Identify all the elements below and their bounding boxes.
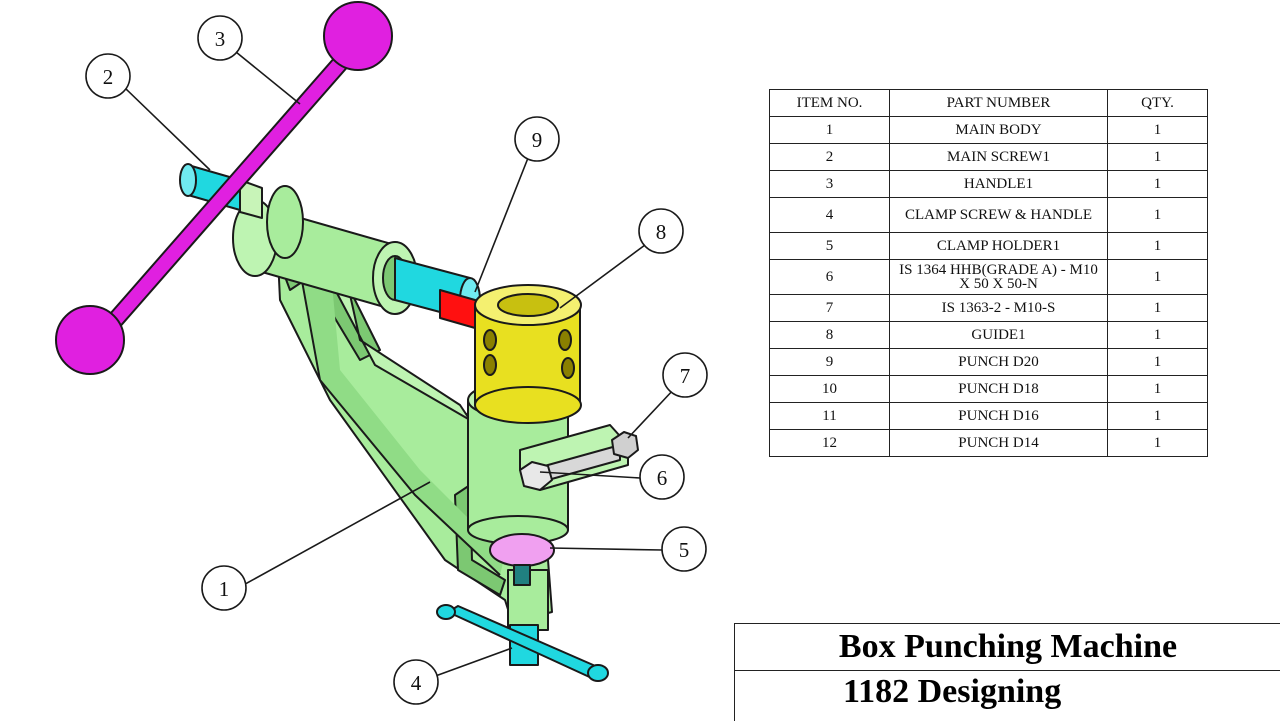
table-header-row: ITEM NO. PART NUMBER QTY.	[769, 89, 1208, 117]
svg-text:6: 6	[657, 466, 668, 490]
callout-5: 5	[661, 526, 707, 572]
svg-text:9: 9	[532, 128, 543, 152]
callout-2: 2	[85, 53, 131, 99]
cell-qty: 1	[1107, 197, 1208, 233]
cell-part: PUNCH D20	[889, 348, 1108, 376]
cell-item: 1	[769, 116, 890, 144]
cell-item: 11	[769, 402, 890, 430]
cell-item: 3	[769, 170, 890, 198]
drawing-title: Box Punching Machine	[735, 624, 1280, 671]
svg-text:5: 5	[679, 538, 690, 562]
callout-6: 6	[639, 454, 685, 500]
clamp-holder	[489, 533, 555, 586]
cell-part: PUNCH D18	[889, 375, 1108, 403]
cell-item: 6	[769, 259, 890, 295]
cell-part: PUNCH D14	[889, 429, 1108, 457]
svg-text:2: 2	[103, 65, 114, 89]
cell-qty: 1	[1107, 259, 1208, 295]
cell-item: 4	[769, 197, 890, 233]
cell-qty: 1	[1107, 429, 1208, 457]
svg-text:3: 3	[215, 27, 226, 51]
handle	[55, 1, 393, 375]
cell-part: IS 1363-2 - M10-S	[889, 294, 1108, 322]
cell-part: GUIDE1	[889, 321, 1108, 349]
svg-text:7: 7	[680, 364, 691, 388]
cell-part: CLAMP SCREW & HANDLE	[889, 197, 1108, 233]
callout-7: 7	[662, 352, 708, 398]
leader-lines	[124, 51, 676, 679]
cell-qty: 1	[1107, 375, 1208, 403]
cell-item: 10	[769, 375, 890, 403]
cell-qty: 1	[1107, 143, 1208, 171]
cell-qty: 1	[1107, 402, 1208, 430]
clamp-screw-handle	[436, 604, 609, 682]
header-part-number: PART NUMBER	[889, 89, 1108, 117]
cell-item: 12	[769, 429, 890, 457]
cell-item: 8	[769, 321, 890, 349]
assembly-drawing: 1 2 3 4 5 6 7 8 9	[55, 1, 708, 705]
cell-part: PUNCH D16	[889, 402, 1108, 430]
cell-part: MAIN SCREW1	[889, 143, 1108, 171]
cell-qty: 1	[1107, 232, 1208, 260]
cell-part: HANDLE1	[889, 170, 1108, 198]
callout-3: 3	[197, 15, 243, 61]
cell-qty: 1	[1107, 294, 1208, 322]
callout-8: 8	[638, 208, 684, 254]
cell-qty: 1	[1107, 116, 1208, 144]
cell-item: 2	[769, 143, 890, 171]
header-qty: QTY.	[1107, 89, 1208, 117]
callout-4: 4	[393, 659, 439, 705]
clamp-bolt	[519, 431, 639, 491]
cell-qty: 1	[1107, 170, 1208, 198]
cell-qty: 1	[1107, 321, 1208, 349]
cell-part: MAIN BODY	[889, 116, 1108, 144]
cell-part: IS 1364 HHB(GRADE A) - M10 X 50 X 50-N	[889, 259, 1108, 295]
cell-item: 7	[769, 294, 890, 322]
cell-qty: 1	[1107, 348, 1208, 376]
callout-1: 1	[201, 565, 247, 611]
drawing-subtitle: 1182 Designing	[843, 673, 1062, 710]
guide	[474, 284, 582, 424]
cell-item: 9	[769, 348, 890, 376]
cell-part: CLAMP HOLDER1	[889, 232, 1108, 260]
title-block: Box Punching Machine 1182 Designing	[734, 623, 1280, 721]
svg-text:8: 8	[656, 220, 667, 244]
cell-item: 5	[769, 232, 890, 260]
callout-9: 9	[514, 116, 560, 162]
header-item-no: ITEM NO.	[769, 89, 890, 117]
svg-text:1: 1	[219, 577, 230, 601]
svg-text:4: 4	[411, 671, 422, 695]
